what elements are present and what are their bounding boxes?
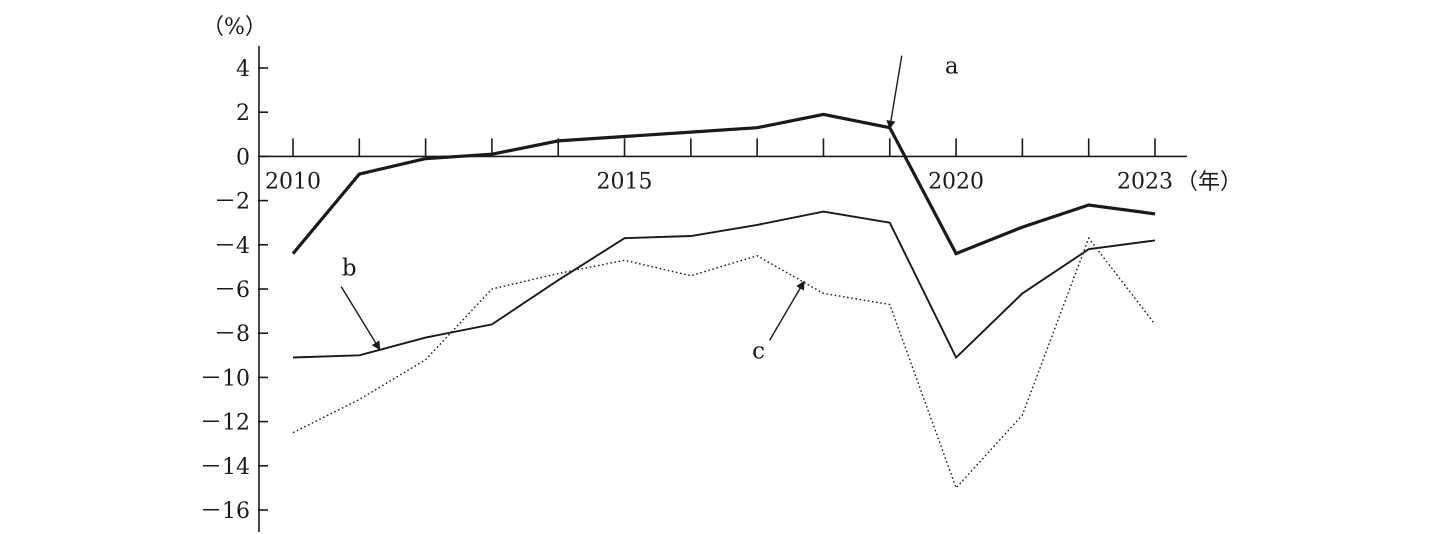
annotation-arrow-c <box>768 280 805 341</box>
x-tick-label: 2023 <box>1117 169 1173 194</box>
series-layer <box>291 112 1156 490</box>
y-unit-label: （%） <box>202 15 267 40</box>
y-axis: 4 2 0 －2 －4 －6 －8 －10 －12 －14 －16 <box>200 46 268 532</box>
series-line-a <box>291 112 1156 256</box>
series-line-c <box>292 236 1156 490</box>
annotation-label-a: a <box>945 54 959 80</box>
x-axis: 2010 2015 2020 2023 <box>259 138 1187 194</box>
annotation-label-b: b <box>342 256 357 282</box>
series-line-b <box>292 210 1156 360</box>
y-tick-label: 0 <box>236 145 250 170</box>
x-tick-label: 2020 <box>928 169 984 194</box>
annotation-arrow-a <box>886 55 903 130</box>
x-tick-label: 2015 <box>597 169 653 194</box>
x-tick-label: 2010 <box>265 169 321 194</box>
y-tick-label: －8 <box>214 322 250 347</box>
y-tick-label: －16 <box>200 499 250 524</box>
y-tick-label: －14 <box>200 455 250 480</box>
y-tick-label: －2 <box>214 190 250 215</box>
x-unit-label: （年） <box>1176 170 1242 195</box>
y-tick-label: 2 <box>236 101 250 126</box>
y-tick-label: 4 <box>236 57 250 82</box>
annotation-layer: a b c <box>340 54 959 364</box>
annotation-label-c: c <box>752 338 765 364</box>
y-tick-label: －10 <box>200 366 250 391</box>
y-tick-label: －6 <box>214 278 250 303</box>
annotation-arrow-b <box>340 286 381 351</box>
y-tick-label: －4 <box>214 234 250 259</box>
y-tick-label: －12 <box>200 411 250 436</box>
